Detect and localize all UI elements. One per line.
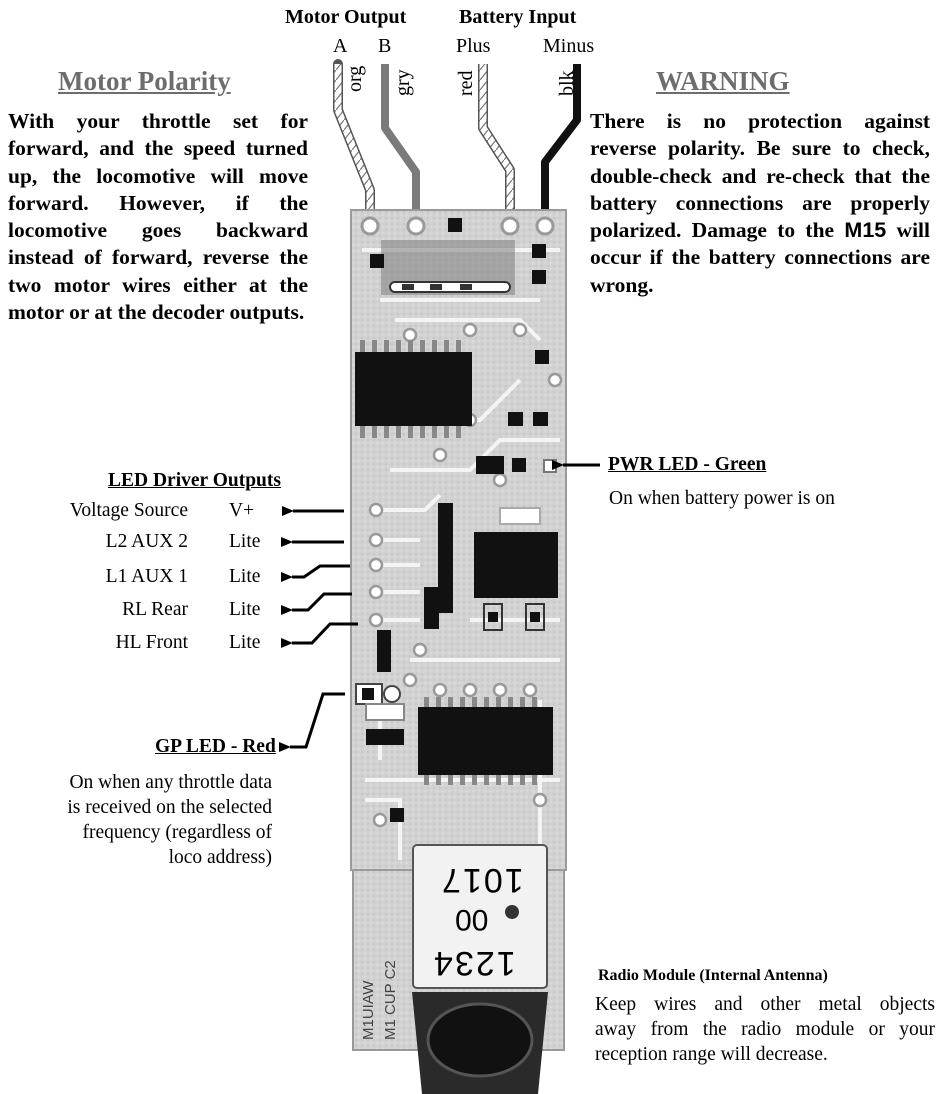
org-wire-label: org [344,65,366,92]
led-row-name: Voltage Source [69,500,188,521]
module-label-top: 1017 [440,861,524,899]
led-row-name: RL Rear [122,599,188,620]
radio-desc-line: away from the radio module or your [595,1019,935,1040]
radio-module [352,844,565,1094]
led-row-name: L1 AUX 1 [105,566,188,587]
silkscreen-side-label: M1UIAW [360,980,377,1040]
red-wire-label: red [455,70,477,96]
led-row-name: HL Front [115,632,188,653]
arrow-rl [281,592,352,615]
gp-led-desc-line: loco address) [168,847,272,868]
gp-led-desc-line: On when any throttle data [69,772,272,793]
blk-wire-label: blk [556,70,578,96]
pwr-led-title: PWR LED - Green [608,454,767,475]
warning-text-after: will occur if the battery connections ar… [590,218,930,297]
motor-output-label: Motor Output [285,6,407,28]
wires [333,59,581,227]
led-row-name: L2 AUX 2 [105,531,188,552]
led-output-arrows [281,506,358,648]
led-driver-title: LED Driver Outputs [108,470,281,491]
circuit-board [350,209,567,934]
radio-module-title: Radio Module (Internal Antenna) [598,967,828,984]
gp-led-desc-line: frequency (regardless of [82,822,273,843]
gry-wire-label: gry [392,69,414,96]
led-row-pin: Lite [229,531,261,552]
led-row-pin: Lite [229,566,261,587]
silkscreen-side-label-2: M1 CUP C2 [382,960,399,1040]
arrow-gp-led [279,692,345,752]
module-label-mid: 00 [455,903,489,936]
led-row-pin: Lite [229,632,261,653]
radio-module-desc: Keep wires and other metal objects away … [595,992,935,1067]
led-row-pin: Lite [229,599,261,620]
arrow-hl [281,622,358,648]
warning-text: There is no protection against reverse p… [590,108,930,299]
gp-led-desc-line: is received on the selected [67,797,272,818]
gp-led-title: GP LED - Red [155,736,276,757]
arrow-l1 [281,564,350,582]
gp-led-desc: On when any throttle data is received on… [10,770,272,870]
minus-label: Minus [543,35,595,57]
pwr-led-desc: On when battery power is on [609,488,835,509]
plus-label: Plus [456,35,491,57]
motor-polarity-text: With your throttle set for forward, and … [8,109,308,325]
wire-a-label: A [333,35,348,57]
wire-b-label: B [378,35,392,57]
warning-model: M15 [844,218,887,243]
battery-input-label: Battery Input [459,6,577,28]
wire-gry [381,64,420,222]
led-row-pin: V+ [229,500,255,521]
warning-title: WARNING [656,66,790,96]
radio-desc-line: reception range will decrease. [595,1044,828,1065]
warning-text-before: There is no protection against reverse p… [590,109,930,243]
motor-polarity-title: Motor Polarity [58,66,231,96]
wire-blk [541,64,581,222]
module-label-bottom: 1234 [432,944,516,982]
radio-desc-line: Keep wires and other metal objects [595,994,935,1015]
